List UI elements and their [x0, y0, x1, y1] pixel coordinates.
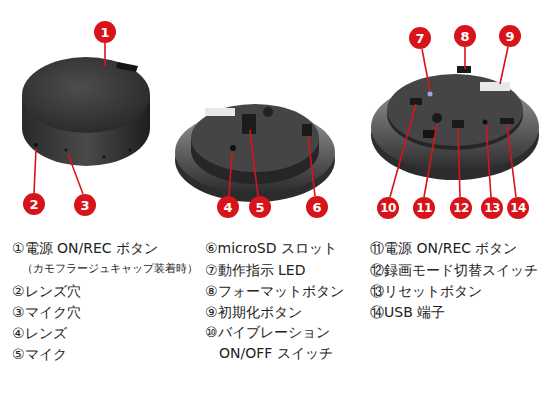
- callout-number: 13: [481, 197, 503, 215]
- callout-circle: 12: [450, 197, 472, 219]
- callout-number: 5: [249, 196, 271, 215]
- callout-number: 14: [507, 197, 529, 215]
- part-name: ①電源 ON/REC ボタン: [12, 240, 158, 257]
- part-name: ⑬リセットボタン: [370, 283, 482, 300]
- part-name: ②レンズ穴: [12, 283, 81, 300]
- callout-circle: 8: [454, 25, 476, 47]
- callout-circle: 7: [409, 27, 431, 49]
- part-name: ⑫録画モード切替スイッチ: [370, 262, 538, 279]
- callout-circle: 13: [481, 197, 503, 219]
- part-name: ⑤マイク: [12, 346, 67, 363]
- callout-circle: 4: [217, 196, 239, 218]
- callout-circle: 5: [249, 196, 271, 218]
- callout-circle: 10: [377, 197, 399, 219]
- callout-number: 4: [217, 196, 239, 215]
- device-underside: [175, 104, 335, 202]
- callout-circle: 14: [507, 197, 529, 219]
- callout-number: 11: [413, 197, 435, 215]
- part-name: ③マイク穴: [12, 304, 81, 321]
- callout-number: 1: [94, 21, 116, 40]
- callout-number: 3: [74, 194, 96, 213]
- callout-number: 9: [499, 25, 521, 44]
- part-name: ⑦動作指示 LED: [205, 262, 305, 279]
- part-name: ⑨初期化ボタン: [205, 304, 302, 321]
- part-name: ⑪電源 ON/REC ボタン: [370, 240, 517, 257]
- callout-number: 7: [409, 27, 431, 46]
- device-inside: [371, 66, 539, 180]
- callout-number: 10: [377, 197, 399, 215]
- callout-number: 6: [306, 196, 328, 215]
- leader-lines: [34, 43, 516, 197]
- part-name: ⑩バイブレーション ON/OFF スイッチ: [205, 322, 369, 364]
- callout-circle: 1: [94, 21, 116, 43]
- callout-number: 2: [23, 193, 45, 212]
- part-name: ④レンズ: [12, 325, 67, 342]
- part-name: ⑥microSD スロット: [205, 240, 337, 257]
- part-name: ⑧フォーマットボタン: [205, 283, 344, 300]
- device-cap: [22, 57, 150, 166]
- callout-circle: 3: [74, 194, 96, 216]
- callout-circle: 9: [499, 25, 521, 47]
- note-text: （カモフラージュキャップ装着時）: [22, 262, 198, 275]
- part-name: ⑭USB 端子: [370, 304, 445, 321]
- callout-number: 8: [454, 25, 476, 44]
- callout-circle: 6: [306, 196, 328, 218]
- callout-circle: 11: [413, 197, 435, 219]
- callout-number: 12: [450, 197, 472, 215]
- callout-circle: 2: [23, 193, 45, 215]
